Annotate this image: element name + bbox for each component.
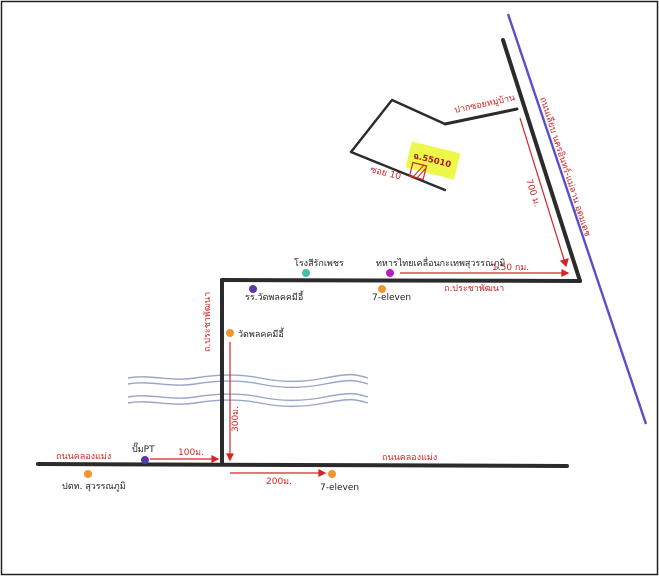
label-canal-road: ถนนคลองแม่ง: [56, 452, 111, 462]
label-7eleven-top: 7-eleven: [372, 293, 411, 303]
village-road: [443, 107, 519, 126]
label-200m: 200ม.: [266, 477, 292, 487]
label-temple: วัดพลคคมีอี้: [238, 327, 285, 340]
label-clinic: โรงสีรักเพชร: [294, 258, 344, 269]
label-bank: ทหารไทยเคลื่อนกะเทพสุวรรณภูมิ: [376, 256, 505, 269]
canal-water: [127, 373, 369, 408]
label-100m: 100ม.: [178, 448, 204, 458]
marker-7eleven-top: [378, 285, 386, 293]
label-police: ปตท. สุวรรณภูมิ: [62, 481, 126, 492]
plot-marker: ฉ.55010: [405, 141, 461, 181]
marker-police: [84, 470, 92, 478]
label-300m: 300ม.: [231, 406, 241, 432]
marker-clinic: [302, 269, 310, 277]
label-school: รร.วัดพลคคมีอี้: [245, 290, 304, 303]
marker-school: [249, 285, 257, 293]
marker-7eleven-bottom: [328, 470, 336, 478]
connector-road: [501, 38, 582, 283]
markers: [84, 269, 394, 478]
distance-arrows: [150, 117, 570, 477]
label-7eleven-bottom: 7-eleven: [320, 483, 359, 493]
marker-temple: [226, 329, 234, 337]
canal-road: [36, 462, 569, 468]
secondary-road: [220, 278, 582, 283]
marker-bank: [386, 269, 394, 277]
marker-gas-station: [141, 456, 149, 464]
label-gas-station: ปั๊มPT: [132, 442, 155, 455]
road-network: [36, 38, 582, 468]
village-lane: [349, 98, 447, 192]
label-canal-road-right: ถนนคลองแม่ง: [382, 453, 437, 463]
label-side-road: ถ.ประชาพัฒนา: [203, 292, 213, 352]
label-secondary-road: ถ.ประชาพัฒนา: [444, 284, 504, 294]
label-1-50km: 1.50 กม.: [492, 263, 529, 273]
highway-road: [506, 13, 648, 425]
